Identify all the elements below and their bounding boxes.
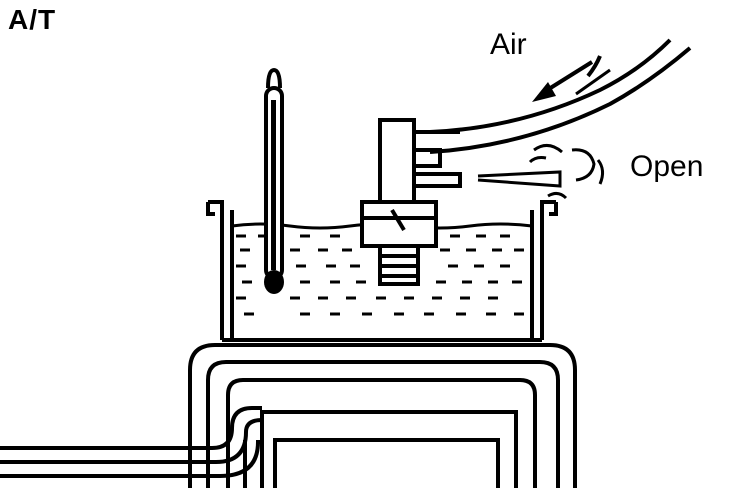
valve-state-label: Open bbox=[630, 150, 704, 183]
water-container bbox=[206, 200, 558, 342]
air-arrow-icon bbox=[532, 60, 611, 102]
thermo-valve bbox=[360, 118, 462, 286]
air-hose bbox=[429, 38, 692, 154]
air-label: Air bbox=[490, 28, 527, 61]
escaping-air bbox=[477, 144, 605, 200]
corner-label: A/T bbox=[8, 4, 57, 35]
power-cord bbox=[0, 406, 263, 478]
thermometer bbox=[264, 67, 284, 294]
